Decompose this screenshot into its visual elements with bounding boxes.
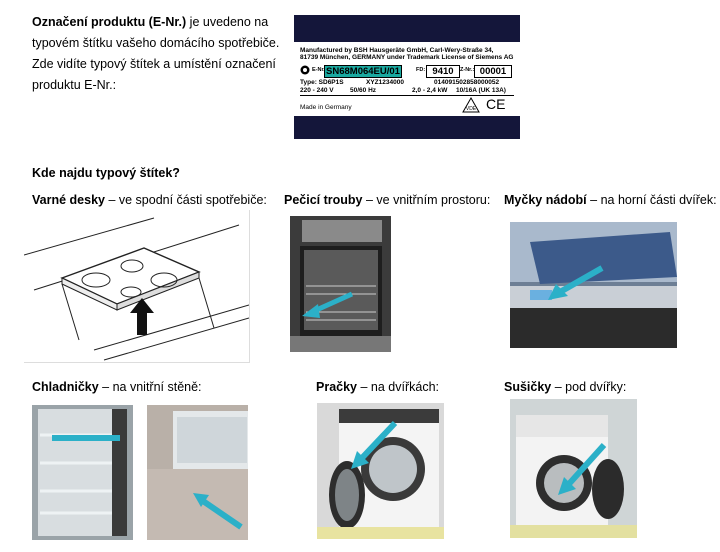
caption-dryers: Sušičky – pod dvířky: bbox=[504, 380, 626, 394]
plate-barcode-number: 014091502858000052 bbox=[434, 79, 500, 86]
intro-line-1: Označení produktu (E-Nr.) je uvedeno na bbox=[32, 12, 282, 33]
intro-line-4: produktu E-Nr.: bbox=[32, 78, 117, 92]
dryer-drawing bbox=[510, 399, 637, 538]
caption-hobs: Varné desky – ve spodní části spotřebiče… bbox=[32, 193, 267, 207]
oven-arrow-head bbox=[302, 304, 320, 318]
caption-fridge-bold: Chladničky bbox=[32, 380, 99, 394]
hob-drawing bbox=[24, 217, 249, 361]
caption-hobs-rest: – ve spodní části spotřebiče: bbox=[104, 193, 267, 207]
caption-ovens-bold: Pečicí trouby bbox=[284, 193, 363, 207]
intro-line-2: typovém štítku vašeho domácího spotřebič… bbox=[32, 36, 280, 50]
plate-enr-value: SN68M064EU/01 bbox=[324, 65, 402, 78]
plate-fd-label: FD: bbox=[416, 67, 426, 73]
caption-fridges: Chladničky – na vnitřní stěně: bbox=[32, 380, 202, 394]
fridge-photo-1 bbox=[32, 405, 133, 540]
plate-frequency: 50/60 Hz bbox=[350, 87, 377, 94]
hob-arrow-icon bbox=[130, 298, 154, 335]
dryer-arrow bbox=[565, 442, 607, 488]
plate-voltage: 220 - 240 V bbox=[300, 87, 334, 94]
plate-divider bbox=[300, 95, 514, 96]
caption-dish-bold: Myčky nádobí bbox=[504, 193, 587, 207]
plate-z-value: 00001 bbox=[474, 65, 512, 78]
dryer-photo bbox=[510, 399, 637, 538]
caption-dryer-bold: Sušičky bbox=[504, 380, 552, 394]
washer-arrow-head bbox=[351, 451, 369, 469]
caption-washer-bold: Pračky bbox=[316, 380, 358, 394]
hob-illustration bbox=[24, 210, 250, 363]
caption-washer-rest: – na dvířkách: bbox=[357, 380, 440, 394]
recycle-icon bbox=[300, 65, 310, 75]
oven-photo bbox=[290, 216, 391, 352]
dishwasher-arrow bbox=[558, 265, 604, 295]
caption-ovens-rest: – ve vnitřním prostoru: bbox=[362, 193, 491, 207]
caption-ovens: Pečicí trouby – ve vnitřním prostoru: bbox=[284, 193, 490, 207]
section-title: Kde najdu typový štítek? bbox=[32, 166, 180, 180]
plate-manufacturer-1: Manufactured by BSH Hausgeräte GmbH, Car… bbox=[300, 47, 494, 54]
intro-line-3: Zde vidíte typový štítek a umístění ozna… bbox=[32, 57, 276, 71]
dryer-arrow-head bbox=[558, 477, 576, 495]
plate-serial: XYZ1234000 bbox=[366, 79, 404, 86]
washer-photo bbox=[317, 403, 444, 539]
caption-dish-rest: – na horní části dvířek: bbox=[586, 193, 717, 207]
plate-made-in: Made in Germany bbox=[300, 104, 352, 111]
fridge-arrow-2-head bbox=[193, 493, 209, 507]
fridge-arrow-2 bbox=[201, 498, 243, 530]
approval-triangle-icon: VDE bbox=[462, 97, 480, 113]
dishwasher-drawing bbox=[510, 222, 677, 348]
plate-z-label: Z-Nr.: bbox=[460, 67, 475, 73]
caption-fridge-rest: – na vnitřní stěně: bbox=[98, 380, 202, 394]
rating-plate-image: Manufactured by BSH Hausgeräte GmbH, Car… bbox=[294, 15, 520, 139]
washer-arrow bbox=[358, 420, 398, 462]
intro-line-1-rest: je uvedeno na bbox=[186, 15, 269, 29]
dishwasher-arrow-head bbox=[548, 284, 568, 300]
intro-text: Označení produktu (E-Nr.) je uvedeno na … bbox=[32, 12, 282, 96]
fridge-photo-2 bbox=[147, 405, 248, 540]
svg-text:VDE: VDE bbox=[466, 106, 477, 112]
plate-type: Type: SD6P1S bbox=[300, 79, 344, 86]
washer-drawing bbox=[317, 403, 444, 539]
rating-plate: Manufactured by BSH Hausgeräte GmbH, Car… bbox=[294, 42, 520, 116]
plate-fd-value: 9410 bbox=[426, 65, 460, 78]
plate-enr-label: E-Nr. bbox=[312, 67, 325, 73]
caption-washers: Pračky – na dvířkách: bbox=[316, 380, 439, 394]
fridge-drawing-2 bbox=[147, 405, 248, 540]
oven-drawing bbox=[290, 216, 391, 352]
plate-manufacturer-2: 81739 München, GERMANY under Trademark L… bbox=[300, 54, 514, 61]
intro-title: Označení produktu (E-Nr.) bbox=[32, 15, 187, 29]
plate-power: 2,0 - 2,4 kW bbox=[412, 87, 448, 94]
caption-dishwashers: Myčky nádobí – na horní části dvířek: bbox=[504, 193, 717, 207]
ce-mark: CE bbox=[486, 96, 506, 112]
dishwasher-photo bbox=[510, 222, 677, 348]
fridge-drawing-1 bbox=[32, 405, 133, 540]
caption-dryer-rest: – pod dvířky: bbox=[551, 380, 627, 394]
caption-hobs-bold: Varné desky bbox=[32, 193, 105, 207]
plate-fuse: 10/16A (UK 13A) bbox=[456, 87, 506, 94]
